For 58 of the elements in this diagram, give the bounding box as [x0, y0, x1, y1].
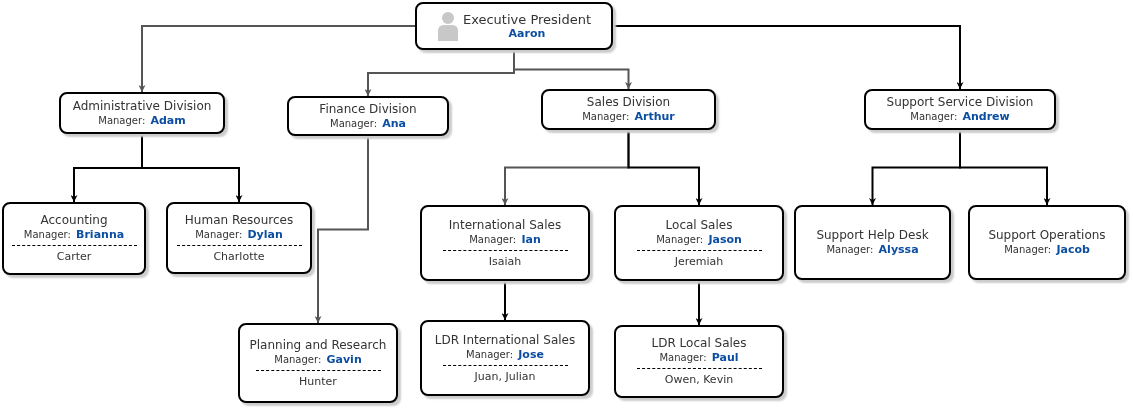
department-box: [287, 96, 449, 136]
manager-line: Manager: Ian: [469, 232, 541, 247]
department-title: LDR Local Sales: [651, 336, 747, 351]
manager-line: Manager: Paul: [659, 351, 739, 365]
department-box: [614, 325, 784, 398]
connector-arrow: [695, 280, 703, 326]
department-box: [541, 89, 716, 130]
department-box: [864, 89, 1056, 130]
department-title: Sales Division: [586, 95, 671, 110]
manager-line: Manager: Adam: [98, 113, 186, 128]
manager-line: Manager: Brianna: [23, 228, 125, 242]
connector-arrow: [627, 129, 703, 206]
department-box: [420, 320, 590, 396]
person-name: Aaron: [508, 26, 546, 41]
department-box: [166, 202, 312, 274]
department-title: Human Resources: [184, 212, 294, 228]
manager-line: Manager: Gavin: [274, 352, 362, 367]
staff-names: Carter: [56, 250, 92, 264]
staff-names: Jeremiah: [674, 254, 724, 269]
department-title: Local Sales: [665, 217, 733, 233]
manager-line: Manager: Alyssa: [826, 243, 919, 257]
connector-arrow: [141, 133, 243, 203]
connector-arrow: [959, 129, 1051, 206]
department-title: Planning and Research: [249, 337, 387, 353]
staff-names: Charlotte: [213, 249, 265, 264]
staff-names: Hunter: [299, 374, 337, 389]
connector-arrow: [138, 25, 416, 93]
connector-arrow: [314, 135, 369, 324]
executive-box: [415, 2, 613, 50]
department-box: [2, 202, 146, 275]
department-title: Finance Division: [319, 101, 417, 117]
department-box: [420, 205, 590, 281]
department-title: Support Help Desk: [816, 228, 929, 243]
role-title: Executive President: [462, 11, 592, 27]
staff-names: Owen, Kevin: [664, 373, 734, 387]
connector-arrow: [612, 25, 964, 90]
connector-arrow: [513, 49, 632, 90]
department-title: Support Operations: [988, 228, 1106, 243]
staff-names: Juan, Julian: [474, 369, 536, 384]
department-title: International Sales: [448, 217, 562, 233]
manager-line: Manager: Arthur: [582, 110, 675, 124]
department-title: LDR International Sales: [434, 332, 576, 348]
manager-line: Manager: Jason: [656, 232, 742, 247]
manager-line: Manager: Jose: [466, 347, 544, 362]
manager-line: Manager: Dylan: [195, 227, 283, 242]
manager-line: Manager: Ana: [330, 116, 406, 131]
department-title: Administrative Division: [72, 98, 212, 114]
manager-line: Manager: Andrew: [910, 110, 1010, 124]
staff-names: Isaiah: [488, 254, 522, 269]
department-box: [614, 205, 784, 281]
department-box: [794, 205, 951, 280]
connector-arrow: [501, 280, 509, 321]
department-box: [968, 205, 1126, 280]
department-box: [238, 323, 398, 403]
manager-line: Manager: Jacob: [1004, 243, 1090, 257]
department-title: Accounting: [40, 213, 108, 228]
department-box: [59, 92, 225, 134]
department-title: Support Service Division: [886, 95, 1034, 110]
